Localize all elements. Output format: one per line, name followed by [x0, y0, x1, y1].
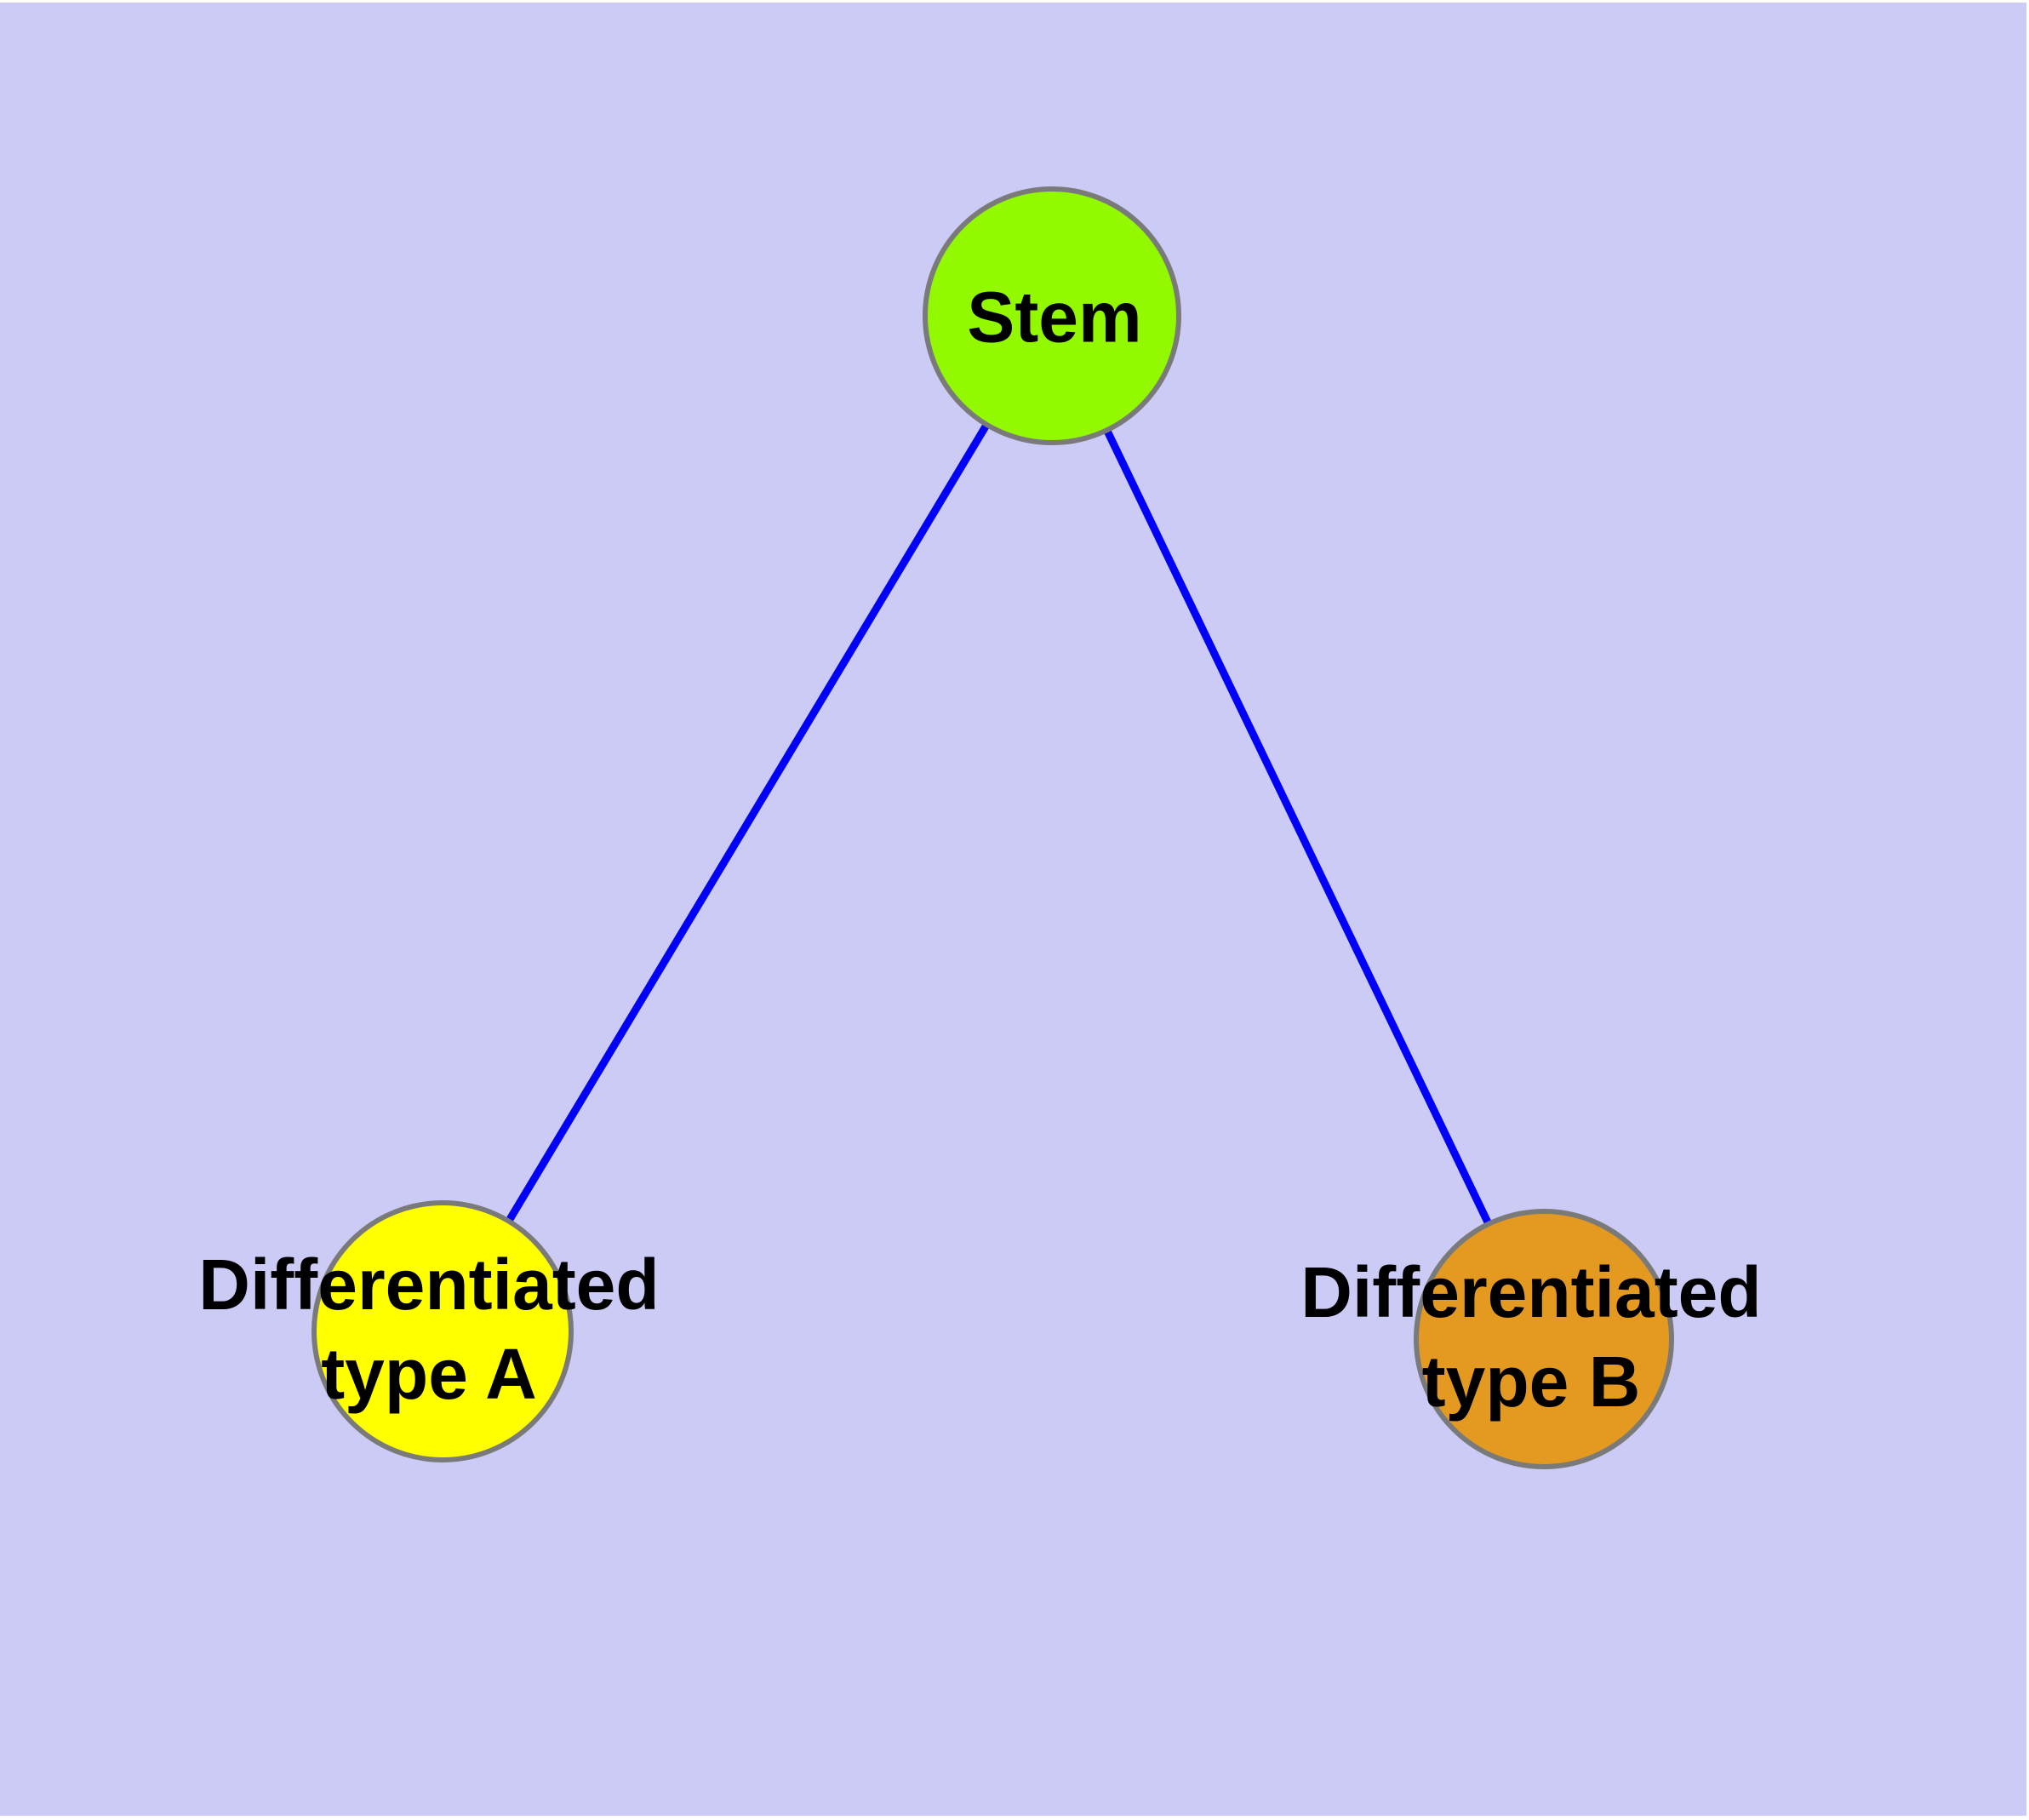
node-type-b-label: Differentiated type B: [1300, 1248, 1761, 1427]
node-stem-label-text: Stem: [967, 277, 1142, 358]
node-type-a-label-line2: type A: [321, 1334, 537, 1414]
edge-stem-to-type-b: [1048, 314, 1548, 1341]
node-stem-border: [923, 186, 1181, 445]
edge-stem-to-type-a: [439, 313, 1055, 1334]
node-type-a-label-line1: Differentiated: [198, 1245, 660, 1325]
node-type-b-circle: [1416, 1211, 1672, 1467]
node-type-a-label: Differentiated type A: [198, 1240, 659, 1419]
node-type-b-label-line2: type B: [1421, 1342, 1641, 1422]
node-type-b-border: [1414, 1209, 1674, 1469]
node-type-a-border: [311, 1200, 574, 1462]
node-stem-label: Stem: [967, 273, 1141, 363]
node-type-b-label-line1: Differentiated: [1300, 1252, 1762, 1332]
node-type-a-circle: [314, 1203, 571, 1460]
node-stem-circle: [925, 189, 1179, 443]
